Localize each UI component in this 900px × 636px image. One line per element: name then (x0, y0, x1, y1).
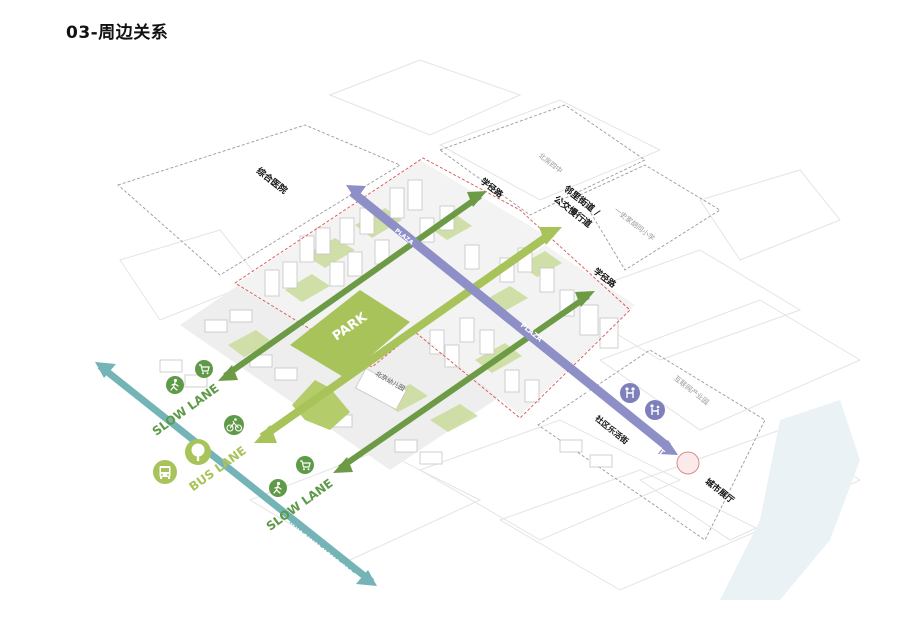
middle-school-label: 北房四中 (537, 151, 565, 175)
buildings (159, 179, 619, 468)
family-icon (645, 400, 665, 420)
walk-icon (269, 479, 287, 497)
internet-park-label: 互联网产业园 (672, 374, 711, 407)
school-path-top-label: 学径路 (478, 176, 505, 201)
city-hall-label: 城市展厅 (703, 476, 737, 506)
family-icon (620, 383, 640, 403)
slow-lane-arrow-bottom (333, 291, 595, 473)
cart-icon (296, 456, 314, 474)
bus-lane-arrow (254, 227, 562, 443)
surrounding-parcels (117, 104, 766, 541)
innovation-avenue-arrow (95, 362, 377, 586)
bike-icon (224, 415, 244, 435)
tree-icon (185, 439, 211, 465)
hospital-label: 综合医院 (254, 165, 290, 197)
page-title: 03-周边关系 (66, 23, 169, 43)
water-area (720, 400, 860, 600)
primary-school-label: 一史家胡同小学 (612, 205, 656, 242)
park-area (290, 290, 410, 378)
walk-icon (166, 376, 184, 394)
site-boundary (234, 157, 631, 419)
innovation-avenue-label: INNOVATION AVENUE (288, 518, 358, 576)
park-extension (292, 380, 350, 430)
bus-icon (153, 460, 177, 484)
city-hall-marker (676, 451, 700, 475)
slow-lane-arrow-top (218, 191, 487, 381)
community-street-arrow (346, 185, 678, 455)
cart-icon (195, 360, 213, 378)
